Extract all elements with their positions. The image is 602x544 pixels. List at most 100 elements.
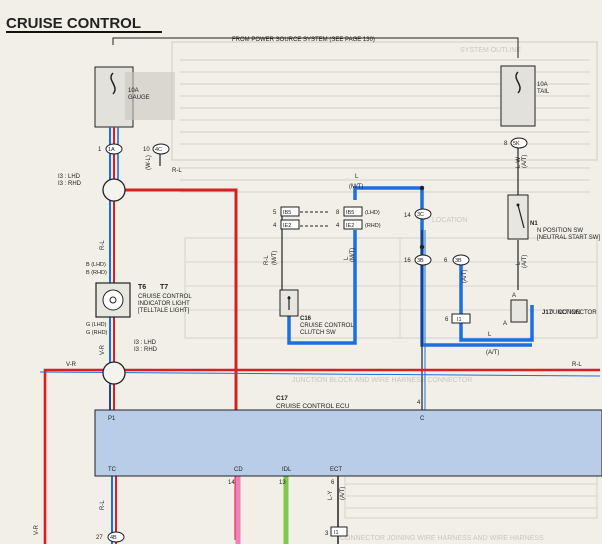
svg-text:3C: 3C bbox=[417, 212, 424, 218]
clutch-label-1: CRUISE CONTROL bbox=[300, 323, 354, 329]
ghost-heading-junction: JUNCTION BLOCK AND WIRE HARNESS CONNECTO… bbox=[292, 377, 472, 384]
indicator-label-3: [TELLTALE LIGHT] bbox=[138, 308, 189, 314]
page-title: CRUISE CONTROL bbox=[6, 15, 141, 32]
svg-text:(A/T): (A/T) bbox=[462, 270, 468, 283]
svg-text:10A: 10A bbox=[128, 88, 139, 94]
splice-dot bbox=[419, 244, 425, 250]
svg-text:R-L: R-L bbox=[264, 255, 270, 265]
svg-text:L: L bbox=[488, 332, 492, 338]
svg-text:IB5: IB5 bbox=[346, 210, 354, 216]
svg-text:IE2: IE2 bbox=[283, 223, 291, 229]
connector-4b: 27 4B bbox=[96, 531, 125, 543]
ecu-id: C17 bbox=[276, 395, 288, 402]
junction-connector bbox=[510, 299, 528, 323]
svg-text:(M/T): (M/T) bbox=[350, 248, 356, 262]
splice-lower-note-1: I3 : LHD bbox=[134, 340, 157, 346]
connector-3c: 14 3C bbox=[404, 208, 432, 220]
ect-pin-number: 6 bbox=[331, 480, 335, 486]
svg-text:8: 8 bbox=[336, 210, 340, 216]
position-switch bbox=[507, 194, 529, 240]
svg-text:(M/T): (M/T) bbox=[349, 184, 363, 190]
svg-text:4: 4 bbox=[336, 223, 340, 229]
connector-ib5-ie2-left: IB5 IE2 5 4 bbox=[273, 206, 300, 230]
indicator-label-2: INDICATOR LIGHT bbox=[138, 301, 190, 307]
svg-text:(A/T): (A/T) bbox=[340, 487, 346, 500]
ghost-heading-location: LOCATION bbox=[432, 217, 467, 224]
svg-text:L: L bbox=[516, 261, 522, 265]
svg-text:(A/T): (A/T) bbox=[486, 350, 499, 356]
position-id: N1 bbox=[530, 221, 538, 227]
splice-upper-note-2: I3 : RHD bbox=[58, 181, 82, 187]
svg-text:R-L: R-L bbox=[172, 168, 182, 174]
indicator-conn-g-lhd: G (LHD) bbox=[86, 322, 107, 328]
svg-text:V-R: V-R bbox=[34, 524, 40, 535]
svg-text:TAIL: TAIL bbox=[537, 89, 550, 95]
svg-text:10: 10 bbox=[143, 147, 150, 153]
svg-text:27: 27 bbox=[96, 535, 103, 541]
svg-text:(A/T): (A/T) bbox=[522, 155, 528, 168]
indicator-conn-b-lhd: B (LHD) bbox=[86, 262, 106, 268]
svg-text:1A: 1A bbox=[108, 147, 115, 153]
svg-text:L: L bbox=[344, 256, 350, 260]
clutch-switch bbox=[279, 289, 299, 317]
cruise-control-ecu bbox=[94, 409, 602, 477]
ecu-pin-4: 4 bbox=[417, 400, 421, 406]
svg-text:16: 16 bbox=[404, 258, 411, 264]
indicator-id-2: T7 bbox=[160, 284, 168, 291]
connector-3b-right: 6 3B bbox=[444, 254, 470, 266]
svg-text:L-W: L-W bbox=[516, 157, 522, 168]
fuse-gauge: 10A GAUGE bbox=[94, 66, 175, 128]
cd-pin-number: 14 bbox=[228, 480, 235, 486]
svg-text:10A: 10A bbox=[537, 82, 548, 88]
ecu-pin-p1: P1 bbox=[108, 416, 116, 422]
ecu-pin-cd: CD bbox=[234, 467, 243, 473]
connector-1a: 1 1A bbox=[98, 143, 123, 155]
svg-text:(LHD): (LHD) bbox=[365, 210, 380, 216]
svg-text:L-Y: L-Y bbox=[328, 491, 334, 500]
svg-text:3: 3 bbox=[325, 531, 329, 537]
svg-text:14: 14 bbox=[404, 213, 411, 219]
svg-text:(M/T): (M/T) bbox=[272, 251, 278, 265]
power-source-label: FROM POWER SOURCE SYSTEM (SEE PAGE 130) bbox=[232, 37, 375, 43]
svg-text:V-R: V-R bbox=[100, 344, 106, 355]
svg-text:4C: 4C bbox=[155, 147, 162, 153]
indicator-id: T6 bbox=[138, 284, 146, 291]
svg-text:(A/T): (A/T) bbox=[522, 255, 528, 268]
connector-3b: 16 3B bbox=[404, 254, 432, 266]
junction-pin-a: A bbox=[512, 293, 516, 299]
svg-text:R-L: R-L bbox=[100, 240, 106, 250]
svg-text:R-L: R-L bbox=[100, 500, 106, 510]
svg-text:GAUGE: GAUGE bbox=[128, 95, 150, 101]
indicator-conn-g-rhd: G (RHD) bbox=[86, 330, 108, 336]
indicator-light bbox=[95, 282, 131, 318]
fuse-tail: 10A TAIL bbox=[500, 65, 550, 127]
ecu-pin-c: C bbox=[420, 416, 425, 422]
ecu-pin-ect: ECT bbox=[330, 467, 342, 473]
splice-dot bbox=[419, 185, 425, 191]
svg-text:V-R: V-R bbox=[66, 362, 77, 368]
svg-text:4: 4 bbox=[273, 223, 277, 229]
clutch-label-2: CLUTCH SW bbox=[300, 330, 336, 336]
power-source-line bbox=[112, 37, 519, 58]
background-page-ghost: SYSTEM OUTLINE LOCATION JUNCTION BLOCK A… bbox=[171, 41, 598, 542]
wire-labels: R-L (W-L) L (M/T) R-L (M/T) L (M/T) (A/T… bbox=[34, 155, 582, 535]
ecu-pin-tc: TC bbox=[108, 467, 117, 473]
svg-text:R-L: R-L bbox=[572, 362, 582, 368]
svg-text:(RHD): (RHD) bbox=[365, 223, 381, 229]
junction-label-2: CONNECTOR bbox=[558, 310, 597, 316]
ecu-pin-idl: IDL bbox=[282, 467, 292, 473]
svg-text:5K: 5K bbox=[513, 141, 520, 147]
svg-text:6: 6 bbox=[444, 258, 448, 264]
junction-pin-a2: A bbox=[503, 321, 507, 327]
ghost-heading: SYSTEM OUTLINE bbox=[460, 47, 521, 54]
junction-label-1: JUNCTION bbox=[550, 310, 580, 316]
svg-text:I1: I1 bbox=[457, 317, 462, 323]
idl-pin-number: 13 bbox=[279, 480, 286, 486]
svg-text:6: 6 bbox=[445, 317, 449, 323]
ghost-heading-connector: CONNECTOR JOINING WIRE HARNESS AND WIRE … bbox=[340, 535, 544, 542]
junction-id: J17 bbox=[542, 310, 553, 316]
splice-upper bbox=[102, 178, 126, 202]
svg-text:1: 1 bbox=[98, 147, 102, 153]
svg-text:L: L bbox=[355, 174, 359, 180]
